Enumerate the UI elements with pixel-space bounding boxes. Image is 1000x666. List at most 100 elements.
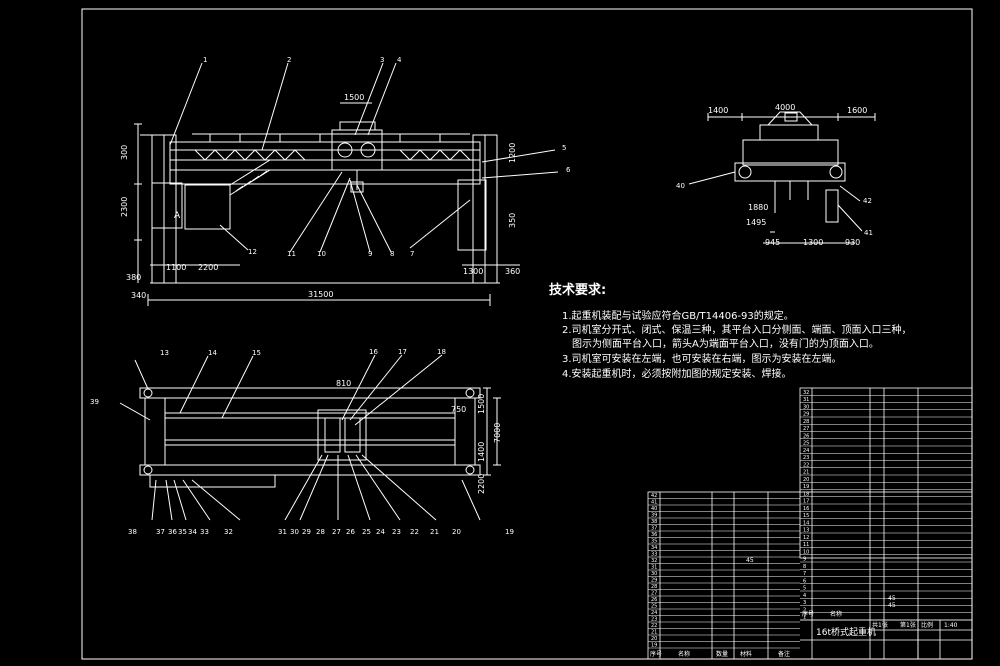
- front-dim-2200: 2200: [198, 263, 218, 272]
- side-dim-1495: 1495: [746, 218, 766, 227]
- part-number-13: 13: [160, 349, 169, 357]
- part-number-26: 26: [346, 528, 355, 536]
- drawing-title: 16t桥式起重机: [816, 626, 876, 638]
- parts-row-number: 35: [651, 539, 657, 545]
- parts-row-number: 31: [803, 397, 809, 403]
- part-number-4: 4: [397, 56, 402, 64]
- part-number-32: 32: [224, 528, 233, 536]
- tech-requirements-heading: 技术要求:: [549, 283, 607, 298]
- front-dim-1100: 1100: [166, 263, 186, 272]
- parts-row-number: 32: [803, 390, 809, 396]
- plan-dim-7000: 7000: [493, 423, 502, 443]
- front-dim-1200: 1200: [508, 143, 517, 163]
- parts-row-number: 2: [803, 607, 806, 613]
- parts-row-number: 27: [803, 426, 809, 432]
- tech-req-item-2-cont: 图示为侧面平台入口，箭头A为端面平台入口，没有门的为顶面入口。: [572, 339, 879, 350]
- part-number-20: 20: [452, 528, 461, 536]
- parts-row-number: 25: [651, 604, 657, 610]
- parts-row-number: 19: [651, 643, 657, 649]
- side-dim-1400: 1400: [708, 106, 728, 115]
- parts-row-number: 30: [803, 404, 809, 410]
- part-number-16: 16: [369, 348, 378, 356]
- parts-row-number: 12: [803, 535, 809, 541]
- side-dim-1880: 1880: [748, 203, 768, 212]
- parts-row-number: 36: [651, 532, 657, 538]
- parts-row-number: 11: [803, 542, 809, 548]
- parts-row-number: 38: [651, 519, 657, 525]
- qty-value-2: 45: [888, 595, 896, 602]
- part-number-7: 7: [410, 250, 414, 258]
- part-number-37: 37: [156, 528, 165, 536]
- part-number-8: 8: [390, 250, 394, 258]
- col-label-qty: 数量: [716, 650, 728, 658]
- parts-row-number: 28: [803, 419, 809, 425]
- part-number-40: 40: [676, 182, 685, 190]
- part-number-30: 30: [290, 528, 299, 536]
- parts-row-number: 23: [803, 455, 809, 461]
- col-label-no: 序号: [650, 650, 662, 658]
- info-sheets-total: 共1张: [872, 621, 888, 629]
- parts-row-number: 41: [651, 500, 657, 506]
- side-view: [688, 111, 876, 244]
- parts-row-number: 40: [651, 506, 657, 512]
- parts-row-number: 19: [803, 484, 809, 490]
- front-view: [134, 62, 559, 306]
- part-number-33: 33: [200, 528, 209, 536]
- left-parts-rows: 4241403938373635343332313029282726252423…: [651, 493, 657, 649]
- plan-dim-1400: 1400: [477, 442, 486, 462]
- side-dim-4000: 4000: [775, 103, 795, 112]
- front-dim-31500: 31500: [308, 290, 333, 299]
- parts-row-number: 21: [651, 630, 657, 636]
- plan-view: [119, 354, 501, 521]
- parts-row-number: 37: [651, 526, 657, 532]
- parts-row-number: 18: [803, 491, 809, 497]
- plan-dim-810: 810: [336, 379, 351, 388]
- part-number-22: 22: [410, 528, 419, 536]
- part-number-17: 17: [398, 348, 407, 356]
- parts-row-number: 8: [803, 564, 806, 570]
- parts-row-number: 32: [651, 558, 657, 564]
- parts-row-number: 24: [651, 610, 657, 616]
- part-number-34: 34: [188, 528, 197, 536]
- qty-value-1: 45: [746, 557, 754, 564]
- right-parts-rows: 3231302928272625242322212019181716151413…: [803, 390, 809, 621]
- part-number-10: 10: [317, 250, 326, 258]
- part-number-39: 39: [90, 398, 99, 406]
- side-dim-1600: 1600: [847, 106, 867, 115]
- plan-dim-2200: 2200: [477, 474, 486, 494]
- front-dim-350: 350: [508, 213, 517, 228]
- parts-row-number: 10: [803, 549, 809, 555]
- parts-row-number: 16: [803, 506, 809, 512]
- part-number-36: 36: [168, 528, 177, 536]
- parts-row-number: 13: [803, 528, 809, 534]
- part-number-12: 12: [248, 248, 257, 256]
- part-number-25: 25: [362, 528, 371, 536]
- part-number-29: 29: [302, 528, 311, 536]
- side-dim-945: 945: [765, 238, 780, 247]
- parts-row-number: 28: [651, 584, 657, 590]
- col-label-material: 材料: [740, 650, 752, 658]
- parts-row-number: 22: [651, 623, 657, 629]
- part-number-5: 5: [562, 144, 566, 152]
- front-part-numbers: 1 2 3 4 5 6 7 8 9 10 11 12: [203, 56, 571, 258]
- part-number-41: 41: [864, 229, 873, 237]
- parts-row-number: 29: [651, 578, 657, 584]
- part-number-6: 6: [566, 166, 571, 174]
- sheet-border: [81, 8, 973, 660]
- parts-row-number: 20: [803, 477, 809, 483]
- info-scale-value: 1:40: [944, 622, 958, 629]
- part-number-27: 27: [332, 528, 341, 536]
- part-number-35: 35: [178, 528, 187, 536]
- part-number-14: 14: [208, 349, 217, 357]
- parts-row-number: 6: [803, 578, 806, 584]
- part-number-9: 9: [368, 250, 372, 258]
- parts-row-number: 25: [803, 441, 809, 447]
- qty-value-3: 45: [888, 602, 896, 609]
- front-dim-380: 380: [126, 273, 141, 282]
- side-dim-930: 930: [845, 238, 860, 247]
- part-number-19: 19: [505, 528, 514, 536]
- parts-row-number: 7: [803, 571, 806, 577]
- plan-dim-1500: 1500: [477, 394, 486, 414]
- col-label-remark: 备注: [778, 650, 790, 658]
- parts-row-number: 21: [803, 470, 809, 476]
